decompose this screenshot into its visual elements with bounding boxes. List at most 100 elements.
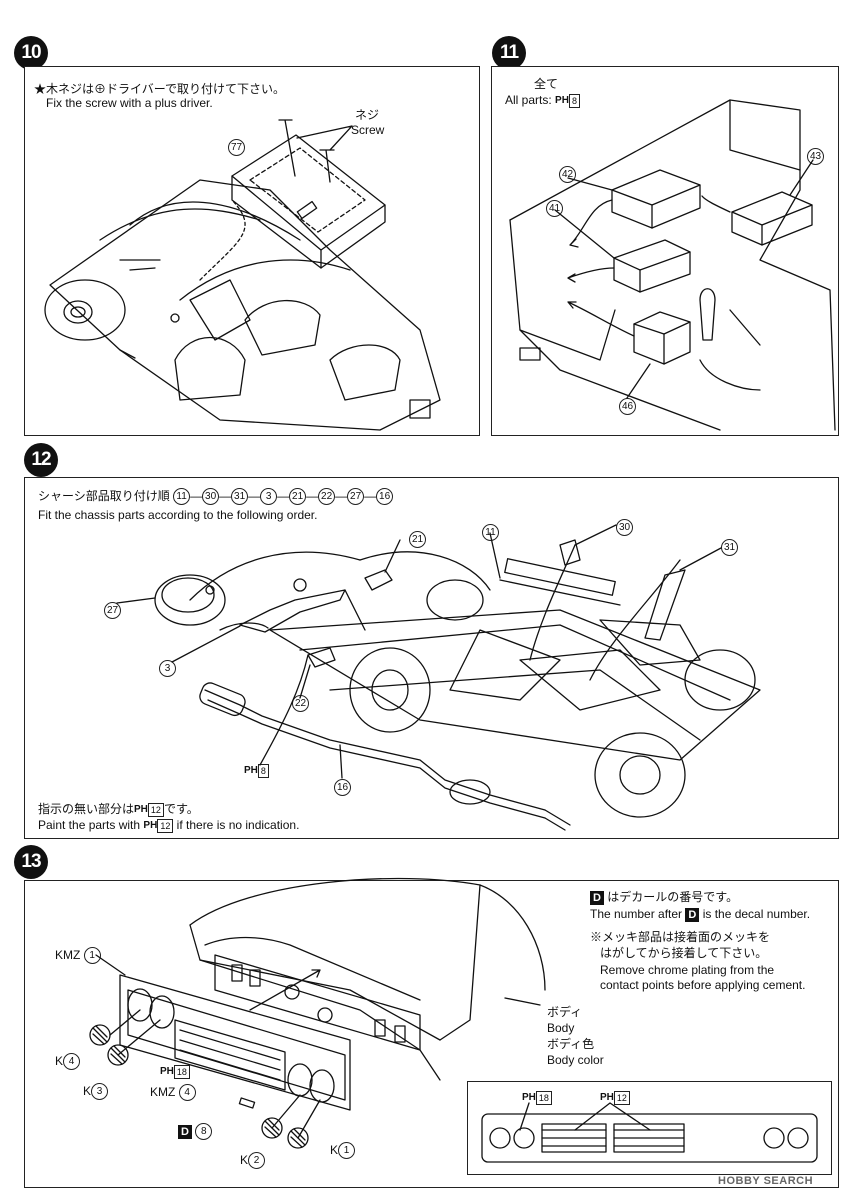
- chrome-note-en-2: contact points before applying cement.: [600, 978, 806, 992]
- step-10-badge: 10: [14, 36, 48, 70]
- part-43-callout: 43: [807, 146, 824, 165]
- k2-prefix: K: [240, 1153, 249, 1167]
- part-30-callout: 30: [616, 517, 633, 536]
- part-30-number: 30: [616, 519, 633, 536]
- paint-number: 8: [568, 93, 580, 108]
- order-step-7: 27: [347, 488, 365, 506]
- step-13-number: 13: [21, 851, 41, 872]
- assembly-order-en: Fit the chassis parts according to the f…: [38, 508, 318, 522]
- decal-en-pre: The number after: [590, 907, 683, 921]
- part-21-callout: 21: [409, 529, 426, 548]
- part-11-callout: 11: [482, 522, 499, 541]
- kmz4-number: 4: [178, 1084, 196, 1102]
- default-paint-code-en: PH: [143, 819, 158, 831]
- k4-prefix: K: [55, 1054, 64, 1068]
- part-3-callout: 3: [159, 658, 176, 677]
- step-12-panel: [24, 477, 839, 839]
- decal-jp-text: はデカールの番号です。: [607, 890, 739, 904]
- part-3-number: 3: [159, 660, 176, 677]
- part-11-number: 11: [482, 524, 499, 541]
- paint-code: PH: [555, 94, 569, 106]
- ph18-number: 18: [173, 1064, 190, 1079]
- body-label-en: Body: [547, 1021, 575, 1035]
- d8-number: 8: [195, 1123, 213, 1141]
- kmz1-number: 1: [83, 947, 101, 965]
- part-31-number: 31: [721, 539, 738, 556]
- default-paint-number-en: 12: [157, 818, 174, 833]
- inset-ph12-code: PH: [600, 1091, 614, 1103]
- part-16-number: 16: [334, 779, 351, 796]
- part-46-callout: 46: [619, 396, 636, 415]
- decal-note-jp: D はデカールの番号です。: [590, 889, 738, 905]
- k4-number: 4: [63, 1053, 81, 1071]
- chrome-note-jp-2: はがしてから接着して下さい。: [600, 946, 768, 960]
- decal-marker: D: [590, 890, 604, 905]
- step-12-number: 12: [31, 449, 51, 470]
- step-12-badge: 12: [24, 443, 58, 477]
- step-10-number: 10: [21, 42, 41, 63]
- part-31-callout: 31: [721, 537, 738, 556]
- default-paint-code-jp: PH: [134, 803, 148, 815]
- part-22-number: 22: [292, 695, 309, 712]
- default-paint-number-jp: 12: [147, 802, 164, 817]
- step-11-number: 11: [499, 42, 519, 63]
- part-21-number: 21: [409, 531, 426, 548]
- order-step-5: 21: [289, 488, 307, 506]
- part-kmz1-label: KMZ 1: [55, 947, 101, 965]
- k1-number: 1: [338, 1142, 356, 1160]
- part-41-callout: 41: [546, 198, 563, 217]
- bodycolor-label-jp: ボディ色: [547, 1037, 595, 1051]
- watermark: HOBBY SEARCH: [718, 1175, 814, 1187]
- assembly-order-jp: シャーシ部品取り付け順: [38, 489, 170, 503]
- screw-label-jp: ネジ: [355, 108, 380, 122]
- decal-marker-en: D: [685, 907, 700, 922]
- step-10-note-jp: ★木ネジは⊕ドライバーで取り付けて下さい。: [34, 82, 286, 96]
- body-label-jp: ボディ: [547, 1005, 583, 1019]
- part-16-callout: 16: [334, 777, 351, 796]
- part-kmz4-label: KMZ 4: [150, 1084, 196, 1102]
- order-step-3: 31: [231, 488, 249, 506]
- step-10-panel: [24, 66, 480, 436]
- default-paint-jp-pre: 指示の無い部分は: [38, 802, 135, 816]
- part-27-callout: 27: [104, 600, 121, 619]
- default-paint-en-pre: Paint the parts with: [38, 818, 141, 832]
- k3-prefix: K: [83, 1084, 92, 1098]
- order-step-2: 30: [202, 488, 220, 506]
- step-11-badge: 11: [492, 36, 526, 70]
- decal-note-en: The number after D is the decal number.: [590, 906, 810, 922]
- part-46-number: 46: [619, 398, 636, 415]
- part-43-number: 43: [807, 148, 824, 165]
- exhaust-paint-code: PH: [244, 764, 258, 776]
- inset-ph18-code: PH: [522, 1091, 536, 1103]
- k3-number: 3: [91, 1083, 109, 1101]
- decal-en-post: is the decal number.: [702, 907, 811, 921]
- exhaust-paint-number: 8: [257, 763, 269, 778]
- all-parts-jp: 全て: [534, 77, 559, 91]
- default-paint-en-post: if there is no indication.: [176, 818, 300, 832]
- screw-label-en: Screw: [351, 123, 385, 137]
- ph18-code: PH: [160, 1065, 174, 1077]
- part-42-callout: 42: [559, 164, 576, 183]
- part-27-number: 27: [104, 602, 121, 619]
- order-step-4: 3: [260, 488, 278, 506]
- inset-ph12-number: 12: [613, 1090, 630, 1105]
- order-step-8: 16: [376, 488, 394, 506]
- all-parts-en: All parts: [505, 93, 549, 107]
- order-step-6: 22: [318, 488, 336, 506]
- kmz1-prefix: KMZ: [55, 948, 81, 962]
- d8-letter: D: [178, 1124, 192, 1139]
- inset-ph18-number: 18: [535, 1090, 552, 1105]
- part-77-callout: 77: [228, 137, 245, 156]
- k2-number: 2: [248, 1152, 266, 1170]
- assembly-order-row: シャーシ部品取り付け順 11—30—31—3—21—22—27—16: [38, 488, 394, 506]
